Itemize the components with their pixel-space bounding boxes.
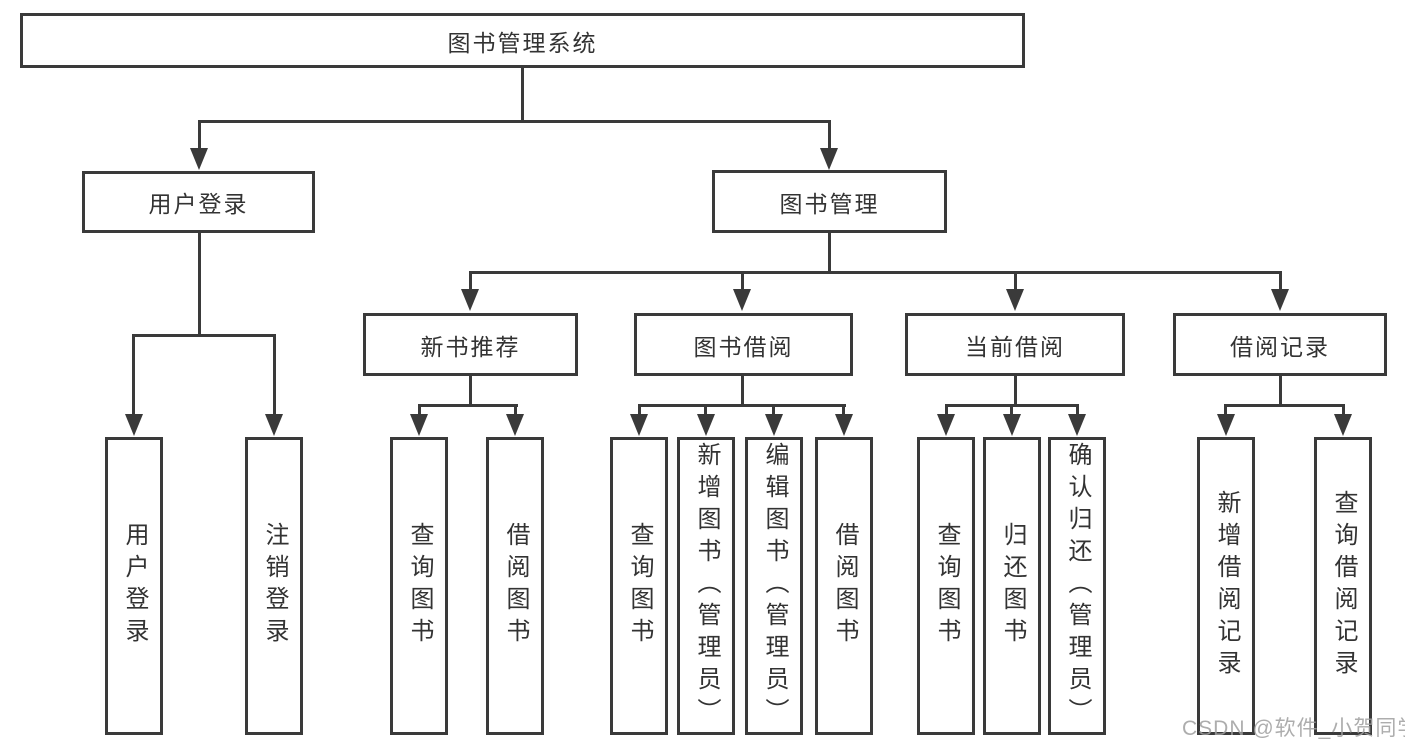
arrowhead-down-icon [1006,289,1024,311]
connector-line [469,271,472,291]
node-logout-leaf: 注销登录 [245,437,303,735]
connector-line [198,233,201,336]
connector-line [1224,404,1227,416]
connector-line [1014,376,1017,406]
node-borrow-records: 借阅记录 [1173,313,1387,376]
arrowhead-down-icon [190,148,208,170]
node-query-books-current: 查询图书 [917,437,975,735]
connector-line [198,120,831,123]
node-add-borrow-record: 新增借阅记录 [1197,437,1255,735]
arrowhead-down-icon [765,414,783,436]
arrowhead-down-icon [1334,414,1352,436]
connector-line [638,404,641,416]
connector-line [772,404,775,416]
node-user-login-leaf: 用户登录 [105,437,163,735]
connector-line [741,376,744,406]
node-query-books-borrow: 查询图书 [610,437,668,735]
node-borrow-books-borrow: 借阅图书 [815,437,873,735]
connector-line [842,404,845,416]
connector-line [638,404,846,407]
node-query-books-rec: 查询图书 [390,437,448,735]
connector-line [521,68,524,122]
arrowhead-down-icon [461,289,479,311]
arrowhead-down-icon [1068,414,1086,436]
node-return-books: 归还图书 [983,437,1041,735]
connector-line [945,404,948,416]
connector-line [704,404,707,416]
connector-line [469,271,1282,274]
arrowhead-down-icon [125,414,143,436]
arrowhead-down-icon [1271,289,1289,311]
arrowhead-down-icon [506,414,524,436]
connector-line [132,334,276,337]
connector-line [828,120,831,150]
connector-line [1014,271,1017,291]
connector-line [514,404,517,416]
node-root: 图书管理系统 [20,13,1025,68]
connector-line [1279,271,1282,291]
node-confirm-return-admin: 确认归还（管理员） [1048,437,1106,735]
connector-line [198,120,201,150]
node-edit-books-admin: 编辑图书（管理员） [745,437,803,735]
node-user-login: 用户登录 [82,171,315,233]
connector-line [273,334,276,416]
connector-line [1224,404,1345,407]
node-book-mgmt: 图书管理 [712,170,947,233]
arrowhead-down-icon [1003,414,1021,436]
arrowhead-down-icon [697,414,715,436]
connector-line [1010,404,1013,416]
arrowhead-down-icon [265,414,283,436]
connector-line [1076,404,1079,416]
arrowhead-down-icon [1217,414,1235,436]
node-add-books-admin: 新增图书（管理员） [677,437,735,735]
connector-line [828,233,831,273]
connector-line [418,404,421,416]
node-new-book-rec: 新书推荐 [363,313,578,376]
connector-line [469,376,472,406]
arrowhead-down-icon [820,148,838,170]
connector-line [1342,404,1345,416]
arrowhead-down-icon [733,289,751,311]
connector-line [741,271,744,291]
connector-line [418,404,518,407]
watermark: CSDN @软件_小贺同学 [1182,717,1405,740]
connector-line [1279,376,1282,406]
node-book-borrow: 图书借阅 [634,313,853,376]
node-current-borrow: 当前借阅 [905,313,1125,376]
node-query-borrow-record: 查询借阅记录 [1314,437,1372,735]
arrowhead-down-icon [937,414,955,436]
arrowhead-down-icon [630,414,648,436]
arrowhead-down-icon [410,414,428,436]
connector-line [132,334,135,416]
arrowhead-down-icon [835,414,853,436]
node-borrow-books-rec: 借阅图书 [486,437,544,735]
